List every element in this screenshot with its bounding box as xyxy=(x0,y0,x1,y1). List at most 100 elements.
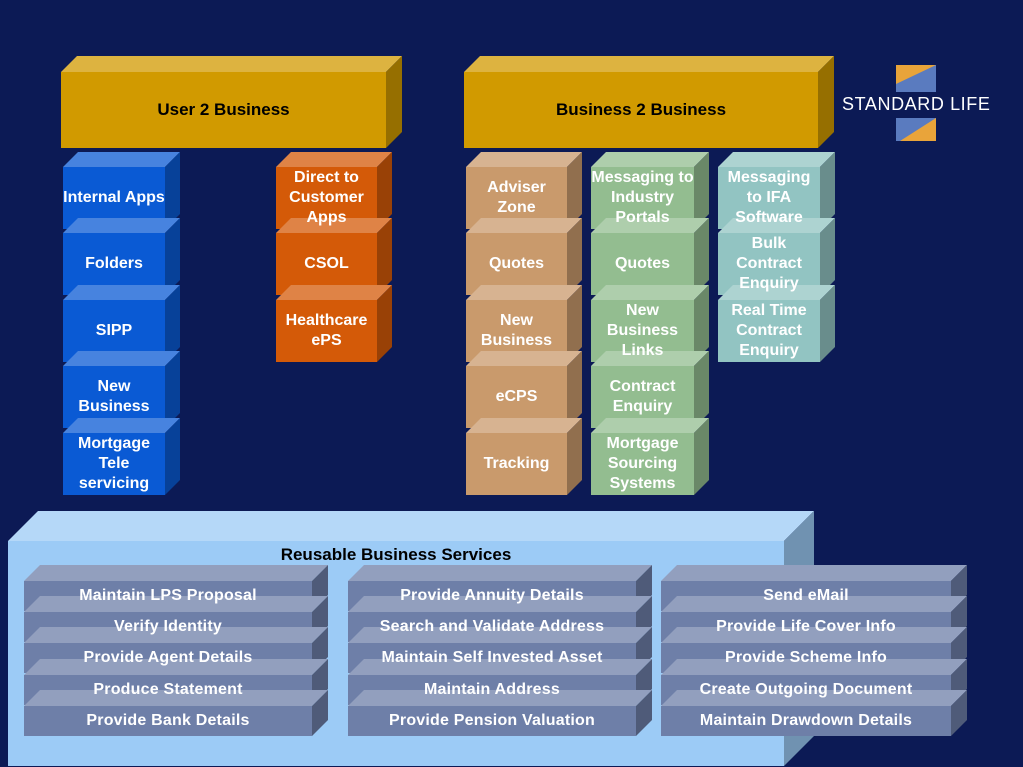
b2b-ifa-block-1-side xyxy=(820,218,835,295)
service-item: Verify Identity xyxy=(114,618,222,635)
b2b-adviser-block-2-top xyxy=(466,285,582,300)
service-bar-1-4-side xyxy=(636,690,652,736)
u2b-left-block-2-front xyxy=(63,300,165,362)
b2b-portals-block-0-top xyxy=(591,152,709,167)
b2b-portals-block-1-top xyxy=(591,218,709,233)
service-item: Search and Validate Address xyxy=(379,618,605,635)
b2b-adviser-item: Adviser Zone xyxy=(487,179,546,216)
u2b-left-block-0-top xyxy=(63,152,180,167)
service-bar-1-4-front xyxy=(348,706,636,736)
b2b-adviser-block-2-side xyxy=(567,285,582,362)
service-bar-2-4-top xyxy=(661,690,967,706)
service-bar-0-4-top xyxy=(24,690,328,706)
service-item: Create Outgoing Document xyxy=(699,681,913,698)
u2b-left-block-4-front xyxy=(63,433,165,495)
u2b-right-block-1-top xyxy=(276,218,392,233)
service-item: Maintain Drawdown Details xyxy=(699,712,913,729)
u2b-left-item: New Business xyxy=(78,378,150,415)
b2b-adviser-block-1-front xyxy=(466,233,567,295)
b2b-portals-block-2-top xyxy=(591,285,709,300)
b2b-ifa-item: Bulk Contract Enquiry xyxy=(736,235,802,292)
service-item: Provide Scheme Info xyxy=(724,649,888,666)
b2b-portals-block-0-side xyxy=(694,152,709,229)
b2b-portals-block-3-top xyxy=(591,351,709,366)
header-b2b-front xyxy=(464,72,818,148)
b2b-adviser-block-3-top xyxy=(466,351,582,366)
b2b-adviser-block-0-front xyxy=(466,167,567,229)
service-bar-2-3-top xyxy=(661,659,967,675)
u2b-left-item: Folders xyxy=(85,255,143,272)
service-bar-0-2-top xyxy=(24,627,328,643)
service-bar-1-1-top xyxy=(348,596,652,612)
service-item: Maintain Self Invested Asset xyxy=(381,649,603,666)
u2b-left-block-4-top xyxy=(63,418,180,433)
u2b-left-block-1-side xyxy=(165,218,180,295)
b2b-ifa-block-2-side xyxy=(820,285,835,362)
b2b-adviser-block-1-top xyxy=(466,218,582,233)
b2b-portals-block-4-side xyxy=(694,418,709,495)
u2b-right-block-2-side xyxy=(377,285,392,362)
u2b-left-block-0-front xyxy=(63,167,165,229)
u2b-right-item: Healthcare ePS xyxy=(285,312,368,349)
header-b2b-top xyxy=(464,56,834,72)
u2b-left-block-3-front xyxy=(63,366,165,428)
header-b2b-side xyxy=(818,56,834,148)
services-title: Reusable Business Services xyxy=(280,545,512,564)
service-item: Produce Statement xyxy=(93,681,243,698)
service-bar-2-2-top xyxy=(661,627,967,643)
b2b-ifa-block-1-top xyxy=(718,218,835,233)
u2b-right-item: Direct to Customer Apps xyxy=(289,169,364,226)
service-bar-0-4-front xyxy=(24,706,312,736)
b2b-portals-block-3-side xyxy=(694,351,709,428)
b2b-adviser-block-3-front xyxy=(466,366,567,428)
b2b-ifa-item: Messaging to IFA Software xyxy=(727,169,811,226)
b2b-portals-item: Contract Enquiry xyxy=(609,378,676,415)
service-bar-2-1-top xyxy=(661,596,967,612)
b2b-ifa-item: Real Time Contract Enquiry xyxy=(731,302,807,359)
u2b-left-item: SIPP xyxy=(95,322,133,339)
b2b-adviser-item: eCPS xyxy=(495,388,538,405)
b2b-ifa-block-0-side xyxy=(820,152,835,229)
b2b-adviser-block-4-top xyxy=(466,418,582,433)
service-item: Maintain Address xyxy=(424,681,560,698)
u2b-right-block-0-top xyxy=(276,152,392,167)
b2b-portals-item: Quotes xyxy=(614,255,671,272)
header-u2b-side xyxy=(386,56,402,148)
u2b-left-item: Internal Apps xyxy=(63,189,165,206)
u2b-left-block-2-side xyxy=(165,285,180,362)
b2b-adviser-block-0-top xyxy=(466,152,582,167)
service-bar-2-4-front xyxy=(661,706,951,736)
header-u2b-top xyxy=(61,56,402,72)
service-bar-0-4-side xyxy=(312,690,328,736)
b2b-adviser-block-2-front xyxy=(466,300,567,362)
service-bar-0-1-top xyxy=(24,596,328,612)
service-item: Provide Bank Details xyxy=(86,712,250,729)
b2b-ifa-block-2-top xyxy=(718,285,835,300)
b2b-adviser-item: Tracking xyxy=(483,455,550,472)
u2b-left-block-1-front xyxy=(63,233,165,295)
service-bar-2-4-side xyxy=(951,690,967,736)
service-item: Send eMail xyxy=(763,587,849,604)
b2b-portals-item: New Business Links xyxy=(606,302,679,359)
u2b-right-item: CSOL xyxy=(304,255,349,272)
u2b-left-block-0-side xyxy=(165,152,180,229)
u2b-left-block-1-top xyxy=(63,218,180,233)
service-bar-1-4-top xyxy=(348,690,652,706)
b2b-portals-item: Messaging to Industry Portals xyxy=(591,169,694,226)
services-panel-top xyxy=(8,511,814,541)
header-business-2-business: Business 2 Business xyxy=(555,100,727,119)
b2b-portals-block-2-front xyxy=(591,300,694,362)
service-item: Provide Life Cover Info xyxy=(716,618,896,635)
service-bar-1-0-top xyxy=(348,565,652,581)
u2b-left-block-3-side xyxy=(165,351,180,428)
b2b-portals-block-1-side xyxy=(694,218,709,295)
b2b-portals-block-1-front xyxy=(591,233,694,295)
u2b-left-block-2-top xyxy=(63,285,180,300)
service-bar-2-0-top xyxy=(661,565,967,581)
b2b-adviser-block-3-side xyxy=(567,351,582,428)
header-u2b-front xyxy=(61,72,386,148)
service-item: Provide Pension Valuation xyxy=(389,712,595,729)
b2b-portals-block-3-front xyxy=(591,366,694,428)
b2b-portals-block-0-front xyxy=(591,167,694,229)
u2b-right-block-1-front xyxy=(276,233,377,295)
